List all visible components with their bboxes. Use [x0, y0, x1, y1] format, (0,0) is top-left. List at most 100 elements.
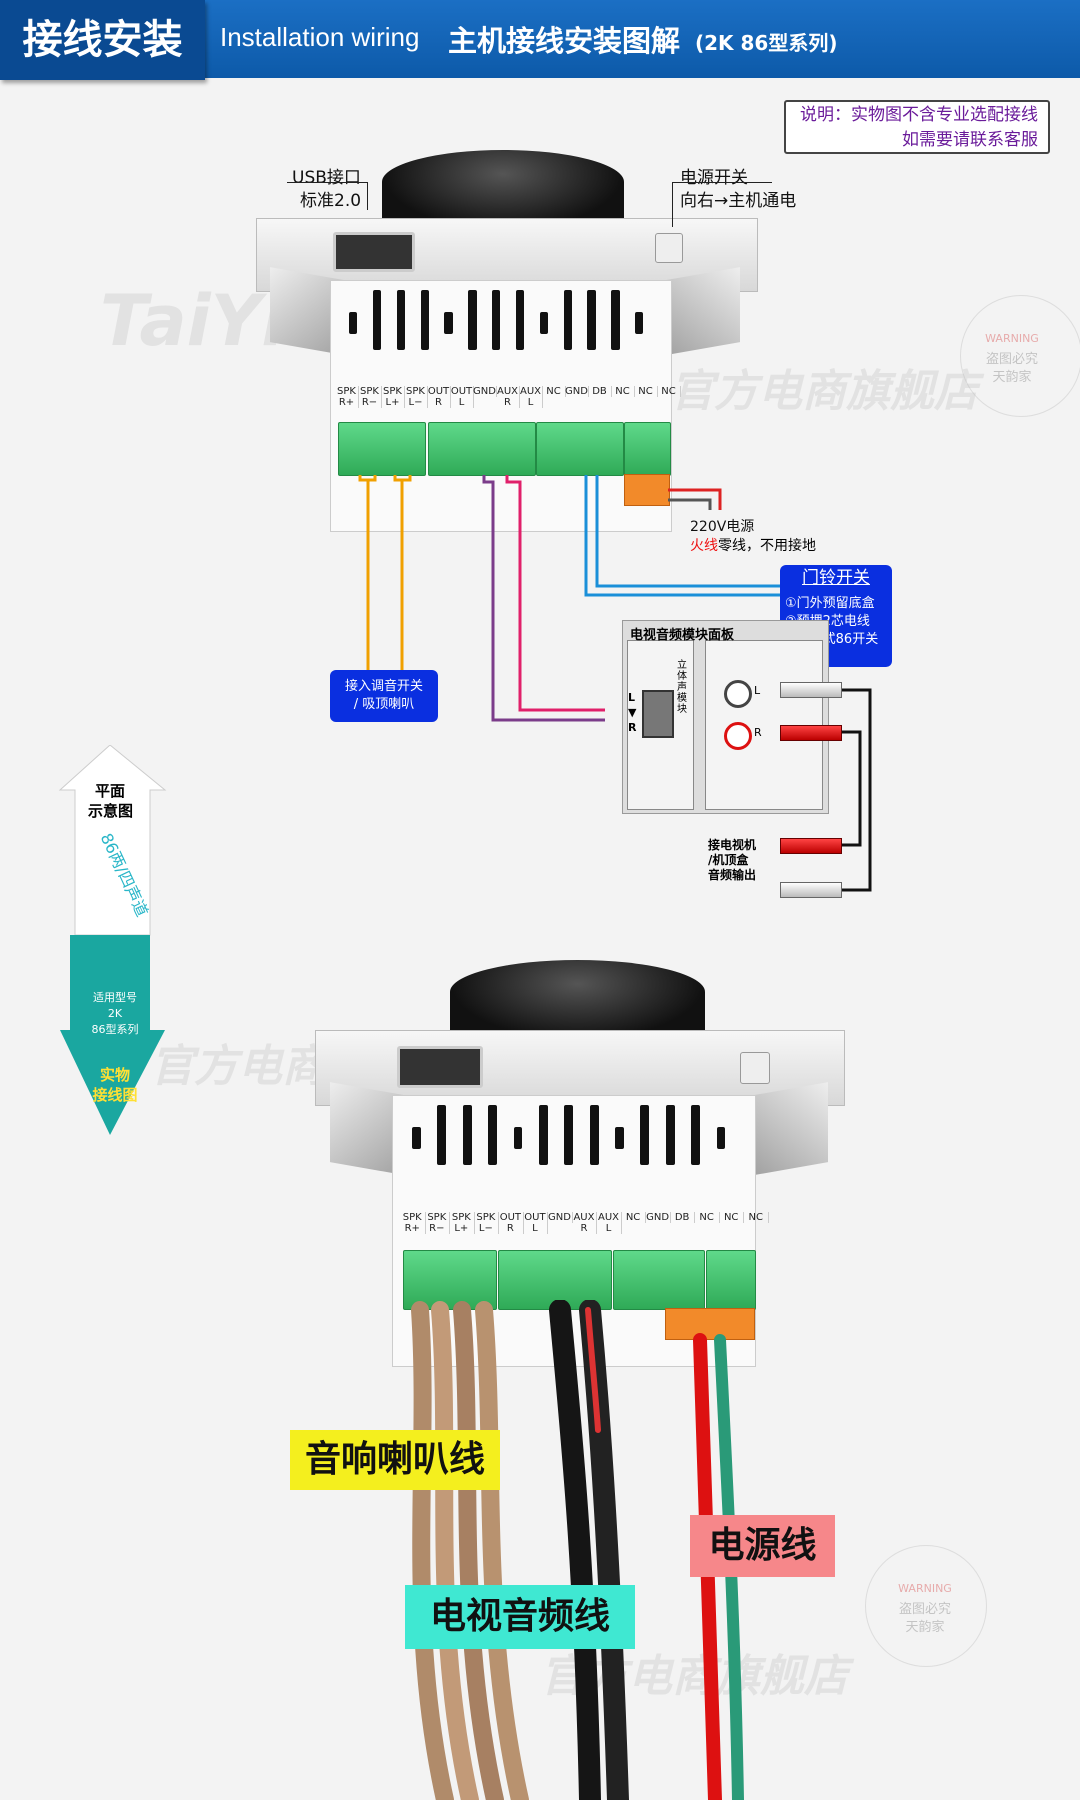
terminal-label: SPK R+ — [335, 386, 359, 408]
tag-tv-audio-wire: 电视音频线 — [405, 1585, 635, 1649]
photo-terminal-speaker — [403, 1250, 497, 1310]
power-connector — [624, 474, 670, 506]
rca-plug-white-1 — [780, 682, 842, 698]
power-switch-photo — [740, 1052, 770, 1084]
tv-pin-l: L — [628, 691, 636, 704]
speaker-box: 接入调音开关 / 吸顶喇叭 — [330, 670, 438, 722]
power-leader-line — [672, 182, 772, 183]
vent-slot — [437, 1105, 447, 1165]
terminal-label: GND — [547, 1212, 573, 1223]
terminal-block-speaker — [338, 422, 426, 476]
vent-slot — [665, 1105, 675, 1165]
watermark-shop: 官方电商旗舰店 — [670, 366, 978, 417]
vent-slot — [691, 1105, 701, 1165]
vent-slot — [515, 290, 525, 350]
terminal-label: AUX R — [496, 386, 520, 408]
tv-input-label-3: 音频输出 — [708, 868, 757, 882]
rca-red-jack — [724, 722, 752, 750]
watermark-warning: WARNING — [985, 332, 1039, 345]
terminal-label: NC — [542, 386, 566, 397]
vent-slot — [589, 1105, 599, 1165]
volume-knob — [382, 150, 624, 230]
power-switch — [655, 233, 683, 263]
terminal-label: SPK L+ — [449, 1212, 475, 1234]
vent-slots-photo — [408, 1105, 738, 1167]
model-info-3: 86型系列 — [91, 1023, 139, 1036]
terminal-label: NC — [719, 1212, 745, 1223]
tag-power-wire: 电源线 — [690, 1515, 835, 1577]
terminal-label: SPK L+ — [381, 386, 405, 408]
arrow-bottom-2: 接线图 — [92, 1086, 138, 1104]
vent-slot — [539, 312, 549, 334]
power-leader-line-2 — [672, 182, 673, 227]
vent-slot — [462, 1105, 472, 1165]
vent-slot — [372, 290, 382, 350]
terminal-label: AUX L — [596, 1212, 622, 1234]
power-switch-label: 电源开关 — [680, 168, 748, 188]
vent-slot — [513, 1127, 523, 1149]
terminal-label: AUX R — [572, 1212, 598, 1234]
photo-terminal-doorbell — [613, 1250, 705, 1310]
vent-slot — [563, 290, 572, 350]
note-line-2: 如需要请联系客服 — [902, 130, 1038, 150]
tv-pin-gnd: ▼ — [628, 706, 637, 719]
model-info-2: 2K — [107, 1007, 123, 1020]
vent-slot — [716, 1127, 726, 1149]
watermark-text-3: 盗图必究 — [898, 1602, 951, 1617]
tv-panel-title: 电视音频模块面板 — [630, 628, 735, 643]
terminal-label: GND — [646, 1212, 671, 1223]
note-box: 说明：实物图不含专业选配接线 如需要请联系客服 — [784, 100, 1050, 154]
terminal-label: OUT R — [498, 1212, 524, 1234]
watermark-circle — [960, 295, 1080, 417]
vent-slot — [587, 290, 596, 350]
usb-label: USB接口 — [292, 168, 361, 188]
tv-input-label-2: /机顶盒 — [708, 853, 749, 867]
terminal-block-doorbell — [536, 422, 624, 476]
rca-label-r: R — [754, 726, 762, 739]
terminal-label: GND — [473, 386, 497, 397]
terminal-label: NC — [611, 386, 635, 397]
terminal-label: SPK R− — [425, 1212, 451, 1234]
terminal-label: SPK R− — [358, 386, 382, 408]
terminal-label: NC — [743, 1212, 769, 1223]
power-note-live: 火线 — [690, 538, 718, 554]
terminal-block-audio — [428, 422, 536, 476]
model-info-1: 适用型号 — [93, 991, 137, 1004]
terminal-label: NC — [657, 386, 681, 397]
watermark-text-2: 天韵家 — [992, 370, 1032, 385]
speaker-box-line-2: / 吸顶喇叭 — [353, 697, 415, 712]
power-note-rest: 零线，不用接地 — [718, 538, 816, 554]
arrow-top-2: 示意图 — [88, 802, 134, 820]
power-switch-direction: 向右→主机通电 — [680, 191, 797, 211]
rca-label-l: L — [754, 684, 761, 697]
arrow-bottom-1: 实物 — [99, 1066, 130, 1084]
tv-input-label: 接电视机 /机顶盒 音频输出 — [708, 838, 756, 883]
terminal-label: NC — [634, 386, 658, 397]
vent-slot — [611, 290, 620, 350]
photo-terminal-power — [706, 1250, 756, 1310]
photo-cables — [411, 1300, 744, 1800]
vent-slot — [488, 1105, 498, 1165]
watermark-circle-2 — [865, 1545, 987, 1667]
vent-slot — [564, 1105, 574, 1165]
terminal-label: DB — [588, 386, 612, 397]
terminal-label: AUX L — [519, 386, 543, 408]
vent-slot — [420, 290, 429, 350]
photo-power-connector — [665, 1308, 755, 1340]
terminal-label: SPK L− — [404, 386, 428, 408]
doorbell-title: 门铃开关 — [802, 568, 870, 588]
vent-slot — [538, 1105, 548, 1165]
vent-slot — [412, 1127, 421, 1149]
terminal-label: GND — [565, 386, 589, 397]
usb-port — [333, 232, 415, 272]
tv-pin-r: R — [628, 721, 637, 734]
tv-stereo-module — [642, 690, 674, 738]
terminal-label: OUT L — [523, 1212, 549, 1234]
rca-plug-red-1 — [780, 725, 842, 741]
usb-label-standard: 标准2.0 — [300, 191, 362, 211]
vent-slot — [615, 1127, 624, 1149]
watermark-text-4: 天韵家 — [905, 1620, 945, 1635]
vent-slot — [349, 312, 358, 334]
